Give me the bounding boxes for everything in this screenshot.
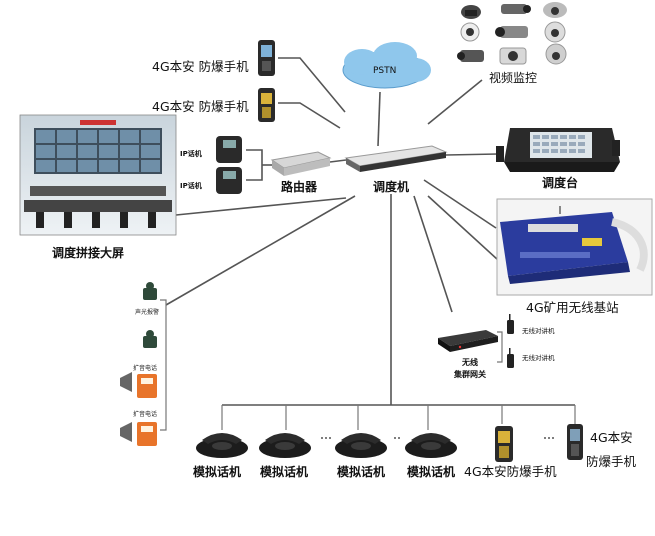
analog1-label: 模拟话机 (193, 464, 241, 479)
analog3-label: 模拟话机 (337, 464, 385, 479)
phone-4g-top1-label: 4G本安 防爆手机 (152, 59, 249, 74)
base-station-icon (496, 198, 653, 296)
gateway-label-line2: 集群网关 (453, 369, 486, 379)
ip-phone1-label: IP话机 (180, 149, 202, 158)
ip-phone2-label: IP话机 (180, 181, 202, 190)
video-label: 视频监控 (489, 70, 537, 85)
server-icon (344, 145, 448, 172)
router-icon (270, 151, 332, 176)
analog-phone-icon (196, 433, 457, 458)
phone-4g-icon (495, 424, 583, 462)
pstn-label: PSTN (373, 66, 396, 76)
alarm-icon (143, 282, 157, 348)
gateway-icon (438, 330, 498, 352)
console-icon (496, 128, 620, 172)
ip-phone-icon (216, 136, 242, 194)
radio1-label: 无线对讲机 (522, 326, 555, 335)
speaker1-label: 扩音电话 (133, 364, 157, 372)
radio2-label: 无线对讲机 (522, 353, 555, 362)
speaker-phone-icon (120, 372, 157, 446)
cloud-icon (342, 42, 431, 89)
speaker2-label: 扩音电话 (133, 410, 157, 418)
radio-icon (507, 314, 514, 368)
console-label: 调度台 (542, 175, 578, 190)
dotted-separators (321, 437, 554, 439)
phone-4g-icon (258, 88, 275, 122)
gateway-label-line1: 无线 (461, 357, 478, 367)
phone-4g-icon (258, 40, 275, 76)
phone-4g-right-label-line2: 防爆手机 (586, 454, 637, 469)
video-wall-icon (19, 114, 177, 236)
analog4-label: 模拟话机 (407, 464, 455, 479)
screen-wall-label: 调度拼接大屏 (52, 245, 124, 260)
analog2-label: 模拟话机 (260, 464, 308, 479)
router-label: 路由器 (281, 179, 318, 194)
phone-4g-right-label-line1: 4G本安 (590, 430, 633, 445)
dispatcher-label: 调度机 (373, 179, 409, 194)
phone-4g-bottom-label: 4G本安防爆手机 (464, 464, 557, 479)
camera-icon (457, 2, 567, 65)
phone-4g-top2-label: 4G本安 防爆手机 (152, 99, 249, 114)
base-station-label: 4G矿用无线基站 (526, 300, 619, 315)
alarm-label: 声光报警 (135, 308, 159, 316)
connection-lines (160, 57, 576, 431)
